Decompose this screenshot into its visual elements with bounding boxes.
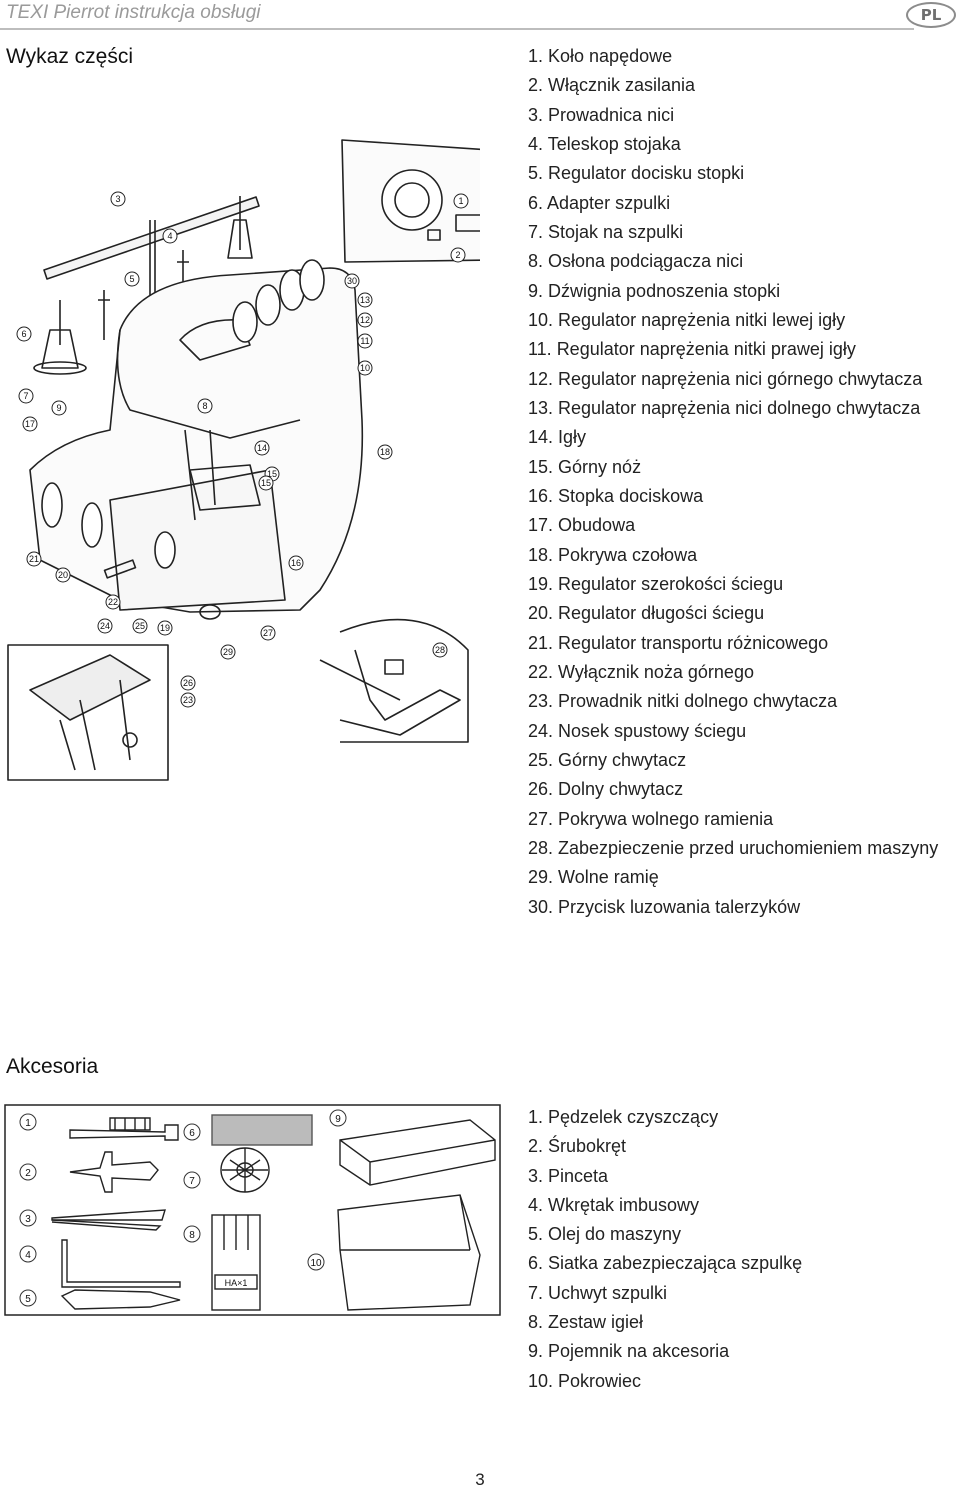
- svg-text:3: 3: [115, 194, 120, 204]
- svg-text:9: 9: [335, 1114, 341, 1125]
- needle-pack-label: HA×1: [225, 1278, 248, 1288]
- list-item: 28. Zabezpieczenie przed uruchomieniem m…: [528, 837, 939, 858]
- svg-text:15: 15: [261, 478, 271, 488]
- list-item: 5. Regulator docisku stopki: [528, 163, 745, 184]
- svg-text:18: 18: [380, 447, 390, 457]
- svg-text:12: 12: [360, 315, 370, 325]
- list-item: 1. Koło napędowe: [528, 46, 673, 66]
- svg-text:30: 30: [347, 276, 357, 286]
- svg-text:17: 17: [25, 419, 35, 429]
- list-item: 14. Igły: [528, 427, 587, 448]
- list-item: 30. Przycisk luzowania talerzyków: [528, 896, 801, 917]
- list-item: 4. Wkrętak imbusowy: [528, 1194, 700, 1215]
- list-item: 16. Stopka dociskowa: [528, 485, 704, 506]
- page-number: 3: [475, 1470, 485, 1489]
- list-item: 29. Wolne ramię: [528, 867, 659, 888]
- list-item: 3. Pinceta: [528, 1165, 609, 1186]
- svg-text:19: 19: [160, 623, 170, 633]
- list-item: 7. Uchwyt szpulki: [528, 1282, 668, 1303]
- svg-text:1: 1: [25, 1118, 31, 1129]
- list-item: 24. Nosek spustowy ściegu: [528, 720, 747, 741]
- svg-text:21: 21: [29, 554, 39, 564]
- list-item: 26. Dolny chwytacz: [528, 779, 684, 800]
- svg-text:3: 3: [25, 1214, 31, 1225]
- list-item: 4. Teleskop stojaka: [528, 133, 681, 154]
- svg-text:23: 23: [183, 695, 193, 705]
- svg-text:15: 15: [267, 469, 277, 479]
- list-item: 21. Regulator transportu różnicowego: [528, 632, 829, 653]
- document-header-title: TEXI Pierrot instrukcja obsługi: [6, 2, 261, 23]
- list-item: 6. Siatka zabezpieczająca szpulkę: [528, 1253, 803, 1274]
- svg-text:2: 2: [25, 1168, 31, 1179]
- svg-text:27: 27: [263, 628, 273, 638]
- svg-text:8: 8: [189, 1230, 195, 1241]
- svg-text:7: 7: [189, 1176, 195, 1187]
- svg-text:4: 4: [25, 1250, 31, 1261]
- svg-text:13: 13: [360, 295, 370, 305]
- svg-text:9: 9: [56, 403, 61, 413]
- parts-section-title: Wykaz części: [6, 45, 133, 68]
- list-item: 13. Regulator naprężenia nici dolnego ch…: [528, 397, 921, 418]
- svg-text:5: 5: [25, 1294, 31, 1305]
- svg-text:8: 8: [202, 401, 207, 411]
- svg-text:22: 22: [108, 597, 118, 607]
- svg-text:4: 4: [167, 231, 172, 241]
- list-item: 9. Dźwignia podnoszenia stopki: [528, 280, 781, 301]
- svg-text:6: 6: [21, 329, 26, 339]
- list-item: 3. Prowadnica nici: [528, 104, 675, 125]
- svg-text:25: 25: [135, 621, 145, 631]
- svg-text:1: 1: [458, 196, 463, 206]
- svg-text:2: 2: [455, 250, 460, 260]
- parts-list: 1. Koło napędowe 2. Włącznik zasilania 3…: [528, 42, 938, 922]
- svg-text:5: 5: [129, 274, 134, 284]
- list-item: 19. Regulator szerokości ściegu: [528, 573, 784, 594]
- language-badge: PL: [906, 2, 956, 28]
- list-item: 18. Pokrywa czołowa: [528, 544, 698, 565]
- list-item: 11. Regulator naprężenia nitki prawej ig…: [528, 339, 856, 360]
- list-item: 27. Pokrywa wolnego ramienia: [528, 808, 774, 829]
- list-item: 22. Wyłącznik noża górnego: [528, 661, 754, 682]
- list-item: 7. Stojak na szpulki: [528, 221, 684, 242]
- list-item: 2. Śrubokręt: [528, 1136, 627, 1157]
- accessories-section-title: Akcesoria: [6, 1055, 99, 1078]
- svg-text:16: 16: [291, 558, 301, 568]
- list-item: 23. Prowadnik nitki dolnego chwytacza: [528, 691, 838, 712]
- list-item: 6. Adapter szpulki: [528, 192, 671, 213]
- list-item: 10. Pokrowiec: [528, 1370, 642, 1391]
- svg-text:26: 26: [183, 678, 193, 688]
- svg-text:11: 11: [360, 336, 369, 346]
- accessories-list: 1. Pędzelek czyszczący 2. Śrubokręt 3. P…: [528, 1103, 802, 1396]
- svg-text:10: 10: [310, 1258, 322, 1269]
- svg-text:20: 20: [58, 570, 68, 580]
- header-divider: [0, 28, 914, 30]
- list-item: 1. Pędzelek czyszczący: [528, 1107, 719, 1127]
- svg-text:10: 10: [360, 363, 370, 373]
- list-item: 20. Regulator długości ściegu: [528, 603, 765, 624]
- svg-text:6: 6: [189, 1128, 195, 1139]
- list-item: 17. Obudowa: [528, 515, 636, 536]
- list-item: 8. Zestaw igieł: [528, 1312, 644, 1333]
- list-item: 8. Osłona podciągacza nici: [528, 251, 744, 272]
- list-item: 15. Górny nóż: [528, 456, 642, 477]
- list-item: 10. Regulator naprężenia nitki lewej igł…: [528, 309, 846, 330]
- list-item: 9. Pojemnik na akcesoria: [528, 1341, 730, 1362]
- svg-text:24: 24: [100, 621, 110, 631]
- accessories-diagram: 1 2 3 4 5 6 7 8 9 10 HA×1: [4, 1104, 501, 1316]
- list-item: 2. Włącznik zasilania: [528, 75, 696, 96]
- list-item: 5. Olej do maszyny: [528, 1224, 682, 1245]
- svg-text:28: 28: [435, 645, 445, 655]
- svg-text:7: 7: [23, 391, 28, 401]
- list-item: 25. Górny chwytacz: [528, 749, 687, 770]
- svg-text:14: 14: [257, 443, 267, 453]
- list-item: 12. Regulator naprężenia nici górnego ch…: [528, 368, 923, 389]
- svg-text:29: 29: [223, 647, 233, 657]
